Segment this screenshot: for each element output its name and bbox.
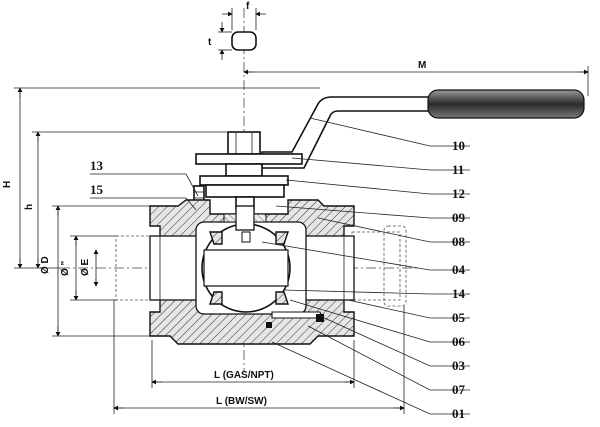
dim-D: Ø D — [40, 256, 51, 274]
callout-14: 14 — [452, 286, 466, 301]
callout-09: 09 — [452, 210, 466, 225]
callout-01: 01 — [452, 406, 465, 421]
dim-E: Ø E — [80, 258, 91, 276]
dim-m: M — [418, 60, 426, 71]
dim-f: f — [246, 1, 250, 12]
dim-H: H — [2, 181, 13, 188]
dim-L-gas: L (GAS/NPT) — [214, 370, 274, 381]
dim-t: t — [208, 37, 212, 48]
callout-13: 13 — [90, 158, 104, 173]
handle-lever — [261, 89, 585, 169]
dim-L-bw: L (BW/SW) — [216, 396, 267, 407]
left-callout-leaders — [90, 173, 199, 211]
handle-grip — [427, 89, 585, 119]
stem-flats-detail — [218, 8, 266, 60]
callout-12: 12 — [452, 186, 465, 201]
dim-d: Ø " — [60, 260, 71, 276]
callout-11: 11 — [452, 162, 464, 177]
callout-08: 08 — [452, 234, 466, 249]
callout-15: 15 — [90, 182, 104, 197]
dim-m-line — [243, 66, 589, 96]
callout-04: 04 — [452, 262, 466, 277]
dim-diameters-lines — [52, 205, 150, 337]
callout-06: 06 — [452, 334, 466, 349]
dim-h: h — [24, 204, 35, 210]
dim-h-lines — [14, 87, 320, 269]
callout-05: 05 — [452, 310, 466, 325]
stem-nut-assembly — [195, 131, 303, 210]
valve-body — [149, 199, 355, 345]
callout-03: 03 — [452, 358, 466, 373]
dim-length-lines — [113, 300, 405, 414]
callout-10: 10 — [452, 138, 465, 153]
end-connector-right — [351, 225, 407, 307]
callout-07: 07 — [452, 382, 466, 397]
callout-leaders — [261, 117, 470, 415]
